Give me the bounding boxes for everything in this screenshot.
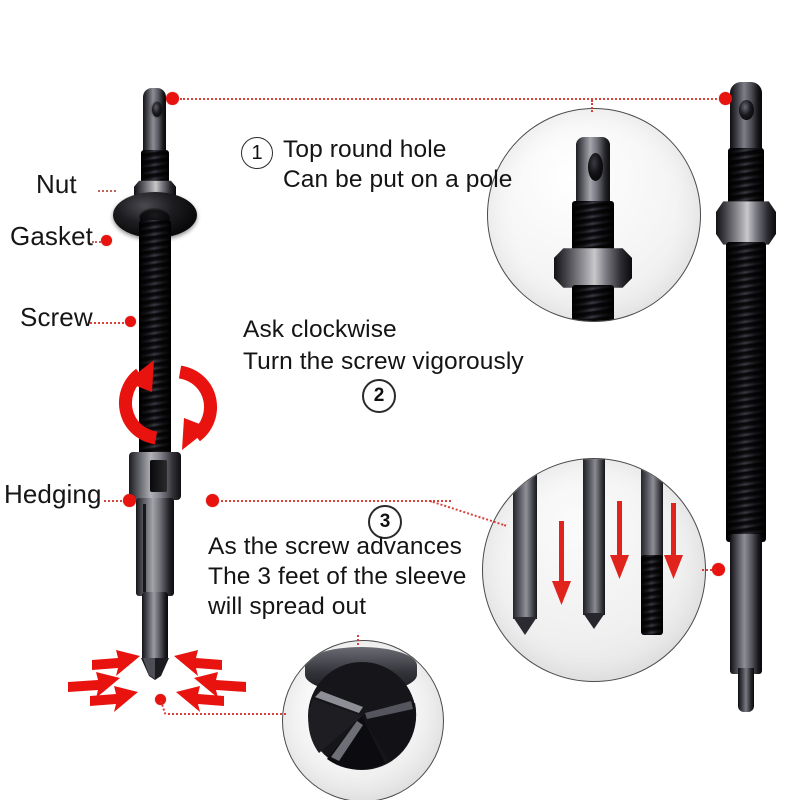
- dot-hedging: [123, 494, 136, 507]
- inset2-rod-3-thread: [641, 555, 663, 635]
- feet-tip-svg: [141, 658, 169, 680]
- leader-inset2-to-right-tool: [702, 569, 716, 571]
- leader-gasket: [92, 241, 104, 243]
- inset-top-hole: [487, 108, 701, 322]
- inset3-feet-svg: [308, 662, 417, 770]
- step-marker-1: 1: [241, 137, 273, 169]
- right-tool-top-round-hole: [739, 100, 754, 120]
- leader-hedging: [104, 500, 126, 502]
- left-tool-photo: [95, 80, 215, 710]
- left-tool-main-screw: [139, 220, 171, 455]
- inset2-arrows-svg: [552, 501, 683, 605]
- inset2-rod-1-tip: [513, 617, 537, 635]
- right-tool-upper-thread: [728, 148, 764, 208]
- right-tool-tip: [738, 668, 754, 712]
- inset2-rod-3: [641, 459, 663, 559]
- inset1-lower-thread: [572, 285, 614, 321]
- rotation-arrows: [108, 352, 228, 457]
- rotation-arrows-svg: [119, 360, 217, 450]
- leader-screw: [90, 322, 128, 324]
- leader-step3-to-inset: [221, 500, 451, 502]
- step-2-line-2: Turn the screw vigorously: [243, 348, 524, 375]
- right-tool-nut: [716, 201, 776, 245]
- dot-gasket: [101, 235, 112, 246]
- right-tool-main-screw: [726, 242, 766, 542]
- step-3-line-2: The 3 feet of the sleeve: [208, 563, 467, 590]
- inset-three-rods: [482, 458, 706, 682]
- inset2-rod-2-tip: [583, 613, 605, 629]
- dot-step3-origin: [206, 494, 219, 507]
- right-tool-sleeve: [730, 534, 762, 674]
- step-3-line-1: As the screw advances: [208, 533, 463, 560]
- left-tool-head: [143, 88, 166, 154]
- label-gasket: Gasket: [10, 221, 93, 251]
- inset1-nut: [554, 248, 632, 288]
- sleeve-split-line: [143, 504, 146, 592]
- inset2-down-arrows: [483, 459, 705, 681]
- expansion-arrows: [62, 648, 252, 718]
- step-2-line-1: Ask clockwise: [243, 316, 397, 343]
- step-1-line-1: Top round hole: [283, 136, 447, 163]
- dot-screw: [125, 316, 136, 327]
- inset2-rod-1: [513, 459, 537, 619]
- label-hedging: Hedging: [4, 479, 102, 509]
- left-tool-sleeve-body: [136, 498, 174, 596]
- label-screw: Screw: [20, 302, 93, 332]
- step-3-line-3: will spread out: [208, 593, 367, 620]
- dot-left-top-hole: [166, 92, 179, 105]
- leader-top-hole: [180, 98, 725, 100]
- leader-tip-to-inset3: [168, 713, 286, 715]
- dot-left-tool-tip: [155, 694, 166, 705]
- inset-sleeve-feet: [282, 640, 444, 800]
- left-tool-feet-tip: [141, 658, 169, 680]
- leader-nut: [98, 190, 116, 192]
- inset2-rod-2: [583, 459, 605, 615]
- step-marker-2: 2: [362, 379, 396, 413]
- leader-inset3-top-tick: [357, 635, 359, 645]
- step-marker-3: 3: [368, 505, 402, 539]
- leader-inset1-branch: [591, 100, 593, 112]
- dot-right-top-hole: [719, 92, 732, 105]
- step-1-line-2: Can be put on a pole: [283, 166, 513, 193]
- expansion-arrows-svg: [68, 650, 246, 712]
- label-nut: Nut: [36, 169, 77, 199]
- inset1-round-hole: [588, 153, 603, 181]
- dot-right-tool-sleeve: [712, 563, 725, 576]
- inset1-thread: [572, 201, 614, 253]
- right-tool-photo: [700, 72, 800, 712]
- hedging-collar-slot: [150, 460, 167, 492]
- top-round-hole: [152, 102, 162, 117]
- inset3-feet: [297, 661, 427, 781]
- left-tool-sleeve-lower: [142, 592, 168, 662]
